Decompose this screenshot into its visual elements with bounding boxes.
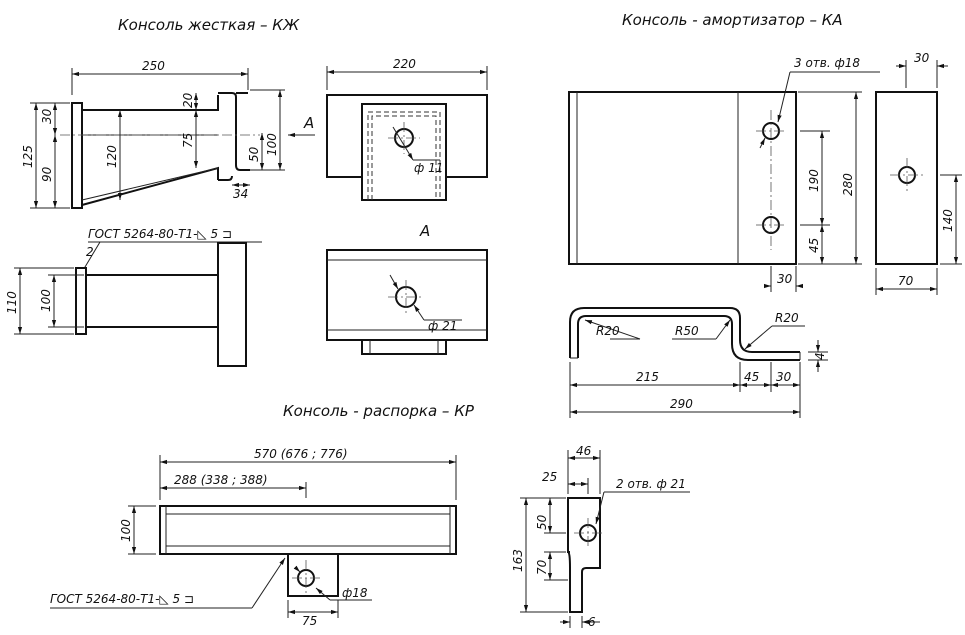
dim-kzh-220: 220 bbox=[393, 57, 416, 71]
ka-profile bbox=[569, 307, 828, 418]
dim-kzh-90: 90 bbox=[40, 166, 54, 182]
dim-ka-30b: 30 bbox=[776, 370, 792, 384]
dim-kr-100: 100 bbox=[119, 519, 133, 542]
holes-21-label: 2 отв. ф 21 bbox=[616, 477, 686, 491]
dim-kzh-75: 75 bbox=[181, 133, 195, 148]
weld-note-kr: ГОСТ 5264-80-Т1-◺ 5 ⊐ bbox=[50, 592, 194, 606]
dim-ka-290: 290 bbox=[670, 397, 693, 411]
dim-kr-6: 6 bbox=[588, 615, 596, 629]
kzh-front-view bbox=[326, 66, 488, 201]
ka-r20-right: R20 bbox=[775, 311, 799, 325]
ka-r50: R50 bbox=[675, 324, 699, 338]
dim-ka-70: 70 bbox=[898, 274, 914, 288]
dim-kzh-20: 20 bbox=[181, 92, 195, 108]
view-a-label: А bbox=[419, 222, 430, 240]
title-ka: Консоль - амортизатор – КА bbox=[622, 11, 843, 29]
dim-kzh-34: 34 bbox=[233, 187, 248, 201]
dim-ka-215: 215 bbox=[636, 370, 659, 384]
weld-note-kzh: ГОСТ 5264-80-Т1-◺ 5 ⊐ bbox=[88, 227, 232, 241]
weld-mark-2: 2 bbox=[86, 245, 94, 259]
dim-kr-288: 288 (338 ; 388) bbox=[174, 473, 268, 487]
ka-holes-label: 3 отв. ф18 bbox=[794, 56, 860, 70]
ka-side-view bbox=[875, 60, 962, 295]
dim-kr-163: 163 bbox=[511, 549, 525, 572]
kr-side-view bbox=[520, 450, 690, 628]
dim-kr-50: 50 bbox=[535, 514, 549, 530]
dim-ka-30-bottom: 30 bbox=[777, 272, 793, 286]
dim-kr-70: 70 bbox=[535, 559, 549, 575]
ka-r20-left: R20 bbox=[596, 324, 620, 338]
title-kzh: Консоль жесткая – КЖ bbox=[118, 16, 300, 34]
dim-ka-140: 140 bbox=[941, 209, 955, 232]
dim-kr-25: 25 bbox=[542, 470, 557, 484]
dim-ka-30-top: 30 bbox=[914, 51, 930, 65]
dim-kr-570: 570 (676 ; 776) bbox=[254, 447, 348, 461]
dim-kzh-120: 120 bbox=[105, 145, 119, 168]
hole-21-label: ф 21 bbox=[428, 319, 457, 333]
dim-kzh-100b: 100 bbox=[39, 289, 53, 312]
hole-18-label: ф18 bbox=[342, 586, 368, 600]
kzh-top-view bbox=[14, 242, 247, 367]
dim-ka-45: 45 bbox=[807, 238, 821, 253]
kzh-view-a bbox=[326, 249, 488, 355]
dim-kr-75: 75 bbox=[302, 614, 317, 628]
dim-kzh-100: 100 bbox=[265, 133, 279, 156]
dim-kzh-125: 125 bbox=[21, 145, 35, 168]
dim-kr-46: 46 bbox=[576, 444, 592, 458]
ka-plan-view bbox=[568, 71, 880, 292]
dim-kzh-250: 250 bbox=[142, 59, 165, 73]
dim-ka-190: 190 bbox=[807, 169, 821, 192]
kr-main-view bbox=[50, 455, 457, 618]
dim-ka-280: 280 bbox=[841, 173, 855, 196]
hole-11-label: ф 11 bbox=[414, 161, 443, 175]
dim-kzh-30: 30 bbox=[40, 108, 54, 124]
title-kr: Консоль - распорка – КР bbox=[283, 402, 475, 420]
dim-kzh-110: 110 bbox=[5, 291, 19, 314]
dim-ka-4: 4 bbox=[813, 352, 827, 360]
kzh-side-view bbox=[30, 68, 315, 209]
dim-kzh-50: 50 bbox=[247, 146, 261, 162]
dim-ka-45b: 45 bbox=[744, 370, 759, 384]
view-arrow-label: А bbox=[303, 114, 314, 132]
